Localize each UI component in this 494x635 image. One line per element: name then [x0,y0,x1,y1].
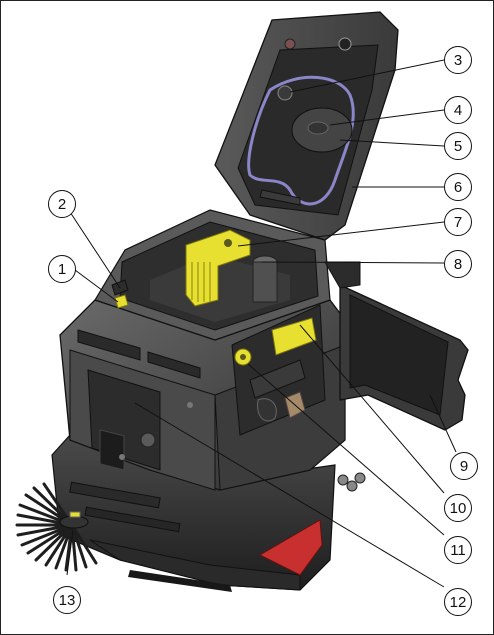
side-compartment [231,304,326,436]
callout-13: 13 [53,586,81,614]
yellow-filter [185,229,251,307]
lid-fitting [277,85,293,101]
side-door [324,261,469,431]
callout-12: 12 [444,588,472,616]
callout-7: 7 [444,208,472,236]
callout-2: 2 [48,190,76,218]
front-panel-slot [99,429,125,471]
side-brush-marker [69,511,81,518]
callout-11: 11 [444,536,472,564]
callout-3: 3 [444,46,472,74]
front-knob [140,432,156,448]
rear-fittings [337,472,366,492]
callout-5: 5 [444,132,472,160]
leader-lines [66,59,457,588]
callout-8: 8 [444,250,472,278]
callout-4: 4 [444,96,472,124]
lid-hose [247,75,355,206]
left-yellow-detail [114,294,129,309]
callout-10: 10 [444,494,472,522]
side-brush [15,482,98,572]
callout-9: 9 [450,452,478,480]
red-side-panel [258,519,323,576]
lid [214,11,399,241]
yellow-battery-clip [271,317,317,356]
callout-1: 1 [48,255,76,283]
callout-6: 6 [444,173,472,201]
